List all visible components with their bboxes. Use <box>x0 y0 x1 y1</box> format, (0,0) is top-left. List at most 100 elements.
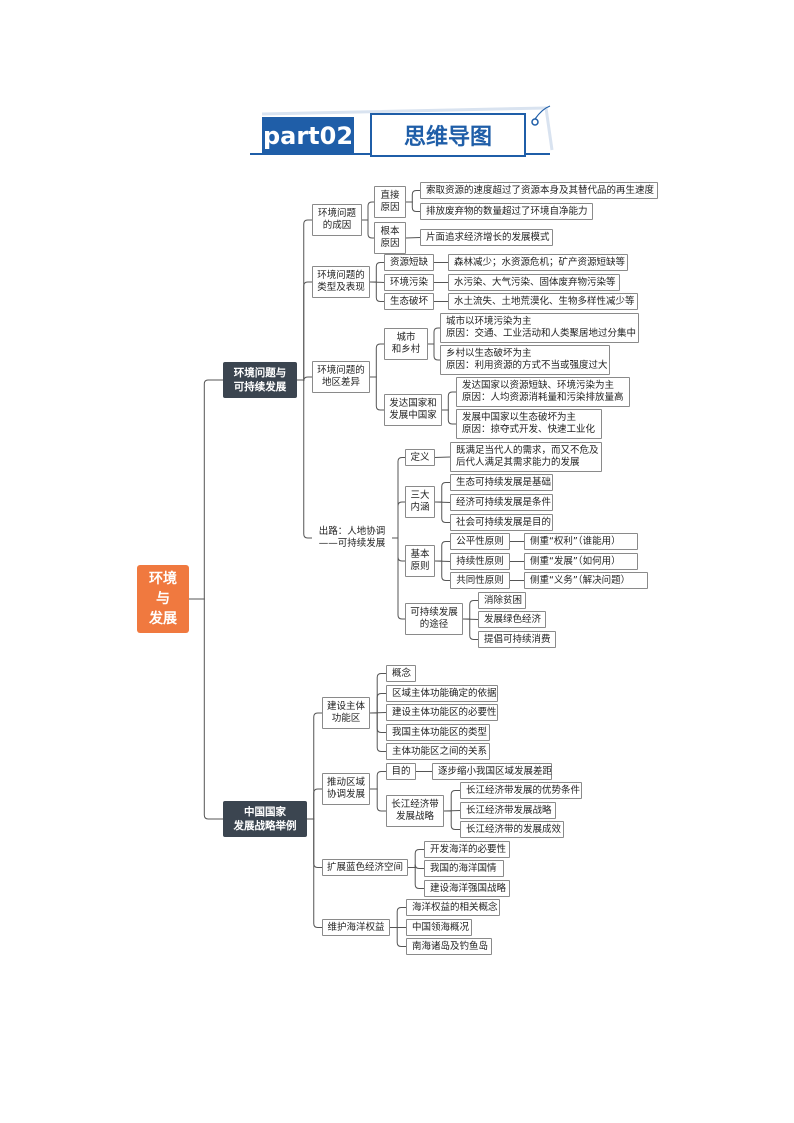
connector-leaf-connotation-3 <box>435 501 450 523</box>
principle-common-desc: 侧重“义务”（解决问题） <box>524 572 648 589</box>
connector-node-goal <box>370 771 386 790</box>
connector-leaf-direct-1 <box>406 190 420 203</box>
connector-leaf-zone-1 <box>370 673 386 714</box>
type-pollution-desc: 水污染、大气污染、固体废弃物污染等 <box>448 274 620 291</box>
leaf-rights-1: 海洋权益的相关概念 <box>406 899 500 916</box>
leaf-zone-4: 我国主体功能区的类型 <box>386 724 490 741</box>
branch-env-issues: 环境问题与 可持续发展 <box>223 362 297 398</box>
connector-leaf-rights-1 <box>390 907 406 928</box>
leaf-way-2: 发展绿色经济 <box>478 611 546 628</box>
node-goal: 目的 <box>386 763 416 780</box>
connector-principle-fairness <box>435 541 450 562</box>
connector-node-dev-countries <box>370 376 384 411</box>
connector-node-urban-rural <box>370 343 384 378</box>
node-urban-rural: 城市 和乡村 <box>384 328 428 360</box>
connector-leaf-blue-2 <box>408 864 424 869</box>
connector-leaf-direct-2 <box>406 201 420 212</box>
node-root-cause: 根本 原因 <box>374 222 406 254</box>
connector-leaf-developing <box>442 409 456 425</box>
leaf-direct-1: 索取资源的速度超过了资源本身及其替代品的再生速度 <box>420 182 658 199</box>
node-types: 环境问题的 类型及表现 <box>312 266 370 298</box>
principle-common: 共同性原则 <box>450 572 510 589</box>
leaf-connotation-3: 社会可持续发展是目的 <box>450 514 553 531</box>
connector-leaf-blue-3 <box>408 867 424 889</box>
node-blue-economy: 扩展蓝色经济空间 <box>322 859 408 876</box>
leaf-direct-2: 排放废弃物的数量超过了环境自净能力 <box>420 203 593 220</box>
connector-leaf-connotation-1 <box>435 482 450 503</box>
connector-leaf-blue-1 <box>408 849 424 868</box>
leaf-zone-5: 主体功能区之间的关系 <box>386 743 490 760</box>
leaf-rural: 乡村以生态破坏为主 原因：利用资源的方式不当或强度过大 <box>440 345 610 375</box>
leaf-rights-2: 中国领海概况 <box>406 919 472 936</box>
principle-fairness: 公平性原则 <box>450 533 510 550</box>
type-resource-desc: 森林减少；水资源危机；矿产资源短缺等 <box>448 254 628 271</box>
connector-node-root-cause <box>362 219 374 239</box>
node-functional-zones: 建设主体 功能区 <box>322 697 370 729</box>
connector-node-types <box>297 281 312 381</box>
leaf-way-1: 消除贫困 <box>478 592 526 609</box>
leaf-zone-2: 区域主体功能确定的依据 <box>386 685 498 702</box>
connector-node-maritime-rights <box>307 818 322 928</box>
node-connotation: 三大 内涵 <box>405 486 435 518</box>
leaf-connotation-1: 生态可持续发展是基础 <box>450 474 553 491</box>
connector-leaf-yangtze-3 <box>444 810 460 830</box>
leaf-goal: 逐步缩小我国区域发展差距 <box>432 763 552 780</box>
branch-china-strategy: 中国国家 发展战略举例 <box>223 801 307 837</box>
connector-leaf-zone-4 <box>370 712 386 733</box>
leaf-blue-2: 我国的海洋国情 <box>424 860 504 877</box>
leaf-rights-3: 南海诸岛及钓鱼岛 <box>406 938 492 955</box>
connector-leaf-rights-3 <box>390 927 406 947</box>
connector-node-connotation <box>392 501 405 539</box>
connector-branch-env-issues <box>189 379 223 600</box>
connector-leaf-urban <box>428 327 440 345</box>
connector-node-yangtze <box>370 788 386 812</box>
leaf-blue-1: 开发海洋的必要性 <box>424 841 510 858</box>
connector-node-ways <box>392 537 405 620</box>
connector-node-functional-zones <box>307 712 322 820</box>
leaf-yangtze-1: 长江经济带发展的优势条件 <box>460 782 582 799</box>
leaf-yangtze-3: 长江经济带的发展成效 <box>460 821 564 838</box>
leaf-root-cause: 片面追求经济增长的发展模式 <box>420 229 553 246</box>
node-regional: 环境问题的 地区差异 <box>312 361 370 393</box>
leaf-urban: 城市以环境污染为主 原因：交通、工业活动和人类聚居地过分集中 <box>440 313 639 343</box>
connector-branch-china-strategy <box>189 598 223 820</box>
node-definition: 定义 <box>405 449 435 466</box>
node-yangtze: 长江经济带 发展战略 <box>386 795 444 827</box>
connector-leaf-way-3 <box>463 618 478 640</box>
type-ecology: 生态破坏 <box>384 293 434 310</box>
principle-fairness-desc: 侧重“权利”（谁能用） <box>524 533 638 550</box>
leaf-zone-3: 建设主体功能区的必要性 <box>386 704 498 721</box>
connector-leaf-yangtze-1 <box>444 790 460 812</box>
connector-leaf-zone-2 <box>370 693 386 714</box>
node-principles: 基本 原则 <box>405 545 435 577</box>
type-ecology-desc: 水土流失、土地荒漠化、生物多样性减少等 <box>448 293 638 310</box>
connector-node-definition <box>392 457 405 539</box>
leaf-way-3: 提倡可持续消费 <box>478 631 556 648</box>
leaf-connotation-2: 经济可持续发展是条件 <box>450 494 553 511</box>
root-node: 环境 与 发展 <box>137 565 189 633</box>
connector-node-regional-coord <box>307 788 322 820</box>
connector-leaf-zone-5 <box>370 712 386 752</box>
node-direct-cause: 直接 原因 <box>374 186 406 218</box>
connector-leaf-rural <box>428 343 440 361</box>
node-regional-coord: 推动区域 协调发展 <box>322 773 370 805</box>
leaf-zone-1: 概念 <box>386 665 416 682</box>
type-resource: 资源短缺 <box>384 254 434 271</box>
connector-type-resource <box>370 262 384 283</box>
node-ways: 可持续发展 的途径 <box>405 603 463 635</box>
connector-node-blue-economy <box>307 818 322 868</box>
connector-node-causes <box>297 219 312 381</box>
connector-leaf-root-cause <box>405 237 421 239</box>
leaf-developed: 发达国家以资源短缺、环境污染为主 原因：人均资源消耗量和污染排放量高 <box>456 377 630 407</box>
principle-continuity: 持续性原则 <box>450 553 510 570</box>
part-badge: part02 <box>262 117 354 155</box>
connector-node-outlet <box>297 379 312 539</box>
leaf-yangtze-2: 长江经济带发展战略 <box>460 802 556 819</box>
type-pollution: 环境污染 <box>384 274 434 291</box>
node-maritime-rights: 维护海洋权益 <box>322 919 390 936</box>
connector-leaf-way-1 <box>463 600 478 620</box>
leaf-definition: 既满足当代人的需求，而又不危及 后代人满足其需求能力的发展 <box>450 442 602 472</box>
page-title: 思维导图 <box>370 113 526 157</box>
node-dev-countries: 发达国家和 发展中国家 <box>384 394 442 426</box>
